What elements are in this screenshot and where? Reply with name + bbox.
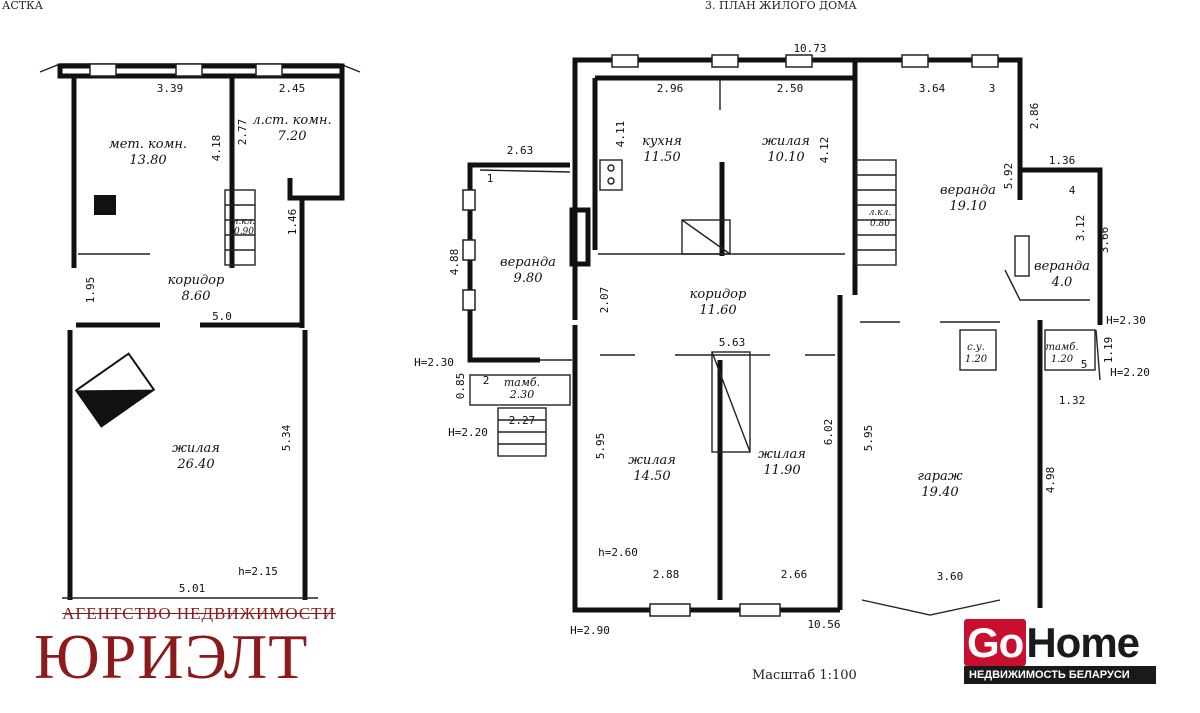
left-plan: мет. комн. 13.80 л.ст. комн. 7.20 л.кл. … bbox=[39, 63, 361, 600]
agency-name: ЮРИЭЛТ bbox=[34, 621, 309, 692]
room-name-1: жилая bbox=[762, 134, 810, 149]
agency-subtitle: АГЕНТСТВО НЕДВИЖИМОСТИ bbox=[62, 604, 336, 623]
marker: 4 bbox=[1069, 184, 1076, 197]
room-area-stair: 0.80 bbox=[870, 219, 890, 229]
header-left-fragment: АСТКА bbox=[2, 0, 44, 12]
room-area-wc: 1.20 bbox=[965, 354, 988, 365]
height-label: h=2.60 bbox=[598, 546, 638, 559]
room-area-vestibule-2: 1.20 bbox=[1051, 354, 1074, 365]
room-area-veranda-3: 4.0 bbox=[1051, 275, 1073, 290]
dim-label: 2.77 bbox=[236, 119, 249, 146]
room-area-4: 8.60 bbox=[182, 289, 211, 304]
dim-label: 3.64 bbox=[919, 82, 946, 95]
room-area-5: 26.40 bbox=[176, 457, 214, 472]
room-area-1: 10.10 bbox=[767, 150, 804, 165]
room-area-veranda-2: 9.80 bbox=[514, 271, 543, 286]
room-name-3: жилая bbox=[758, 447, 806, 462]
dim-label: 2.96 bbox=[657, 82, 684, 95]
height-label: h=2.15 bbox=[238, 565, 278, 578]
room-name-kitchen: кухня bbox=[642, 134, 682, 149]
room-name-stair: л.кл. bbox=[869, 208, 892, 218]
dim-label: 2.88 bbox=[653, 568, 680, 581]
dim-label: 10.56 bbox=[807, 618, 840, 631]
marker: 5 bbox=[1081, 358, 1088, 371]
dim-label: 4.12 bbox=[818, 137, 831, 164]
gohome-subtitle: НЕДВИЖИМОСТЬ БЕЛАРУСИ bbox=[964, 666, 1156, 684]
dim-label: 0.85 bbox=[454, 373, 467, 400]
dim-label: 2.86 bbox=[1028, 103, 1041, 130]
height-label: H=2.20 bbox=[1110, 366, 1150, 379]
dim-label: 3.60 bbox=[937, 570, 964, 583]
room-name-2: л.ст. комн. bbox=[252, 113, 331, 128]
dim-label: 1.32 bbox=[1059, 394, 1086, 407]
room-area-vestibule-1: 2.30 bbox=[509, 388, 535, 401]
dim-label: 5.34 bbox=[280, 424, 293, 451]
dim-label: 1.19 bbox=[1102, 337, 1115, 364]
right-plan: кухня 11.50 жилая 10.10 л.кл. 0.80 веран… bbox=[414, 42, 1150, 637]
dim-label: 5.0 bbox=[212, 310, 232, 323]
dim-label: 1.46 bbox=[286, 209, 299, 236]
room-area-2: 14.50 bbox=[633, 469, 670, 484]
dim-label: 5.63 bbox=[719, 336, 746, 349]
room-area-corridor: 11.60 bbox=[699, 303, 736, 318]
room-area-garage: 19.40 bbox=[921, 485, 958, 500]
dim-label: 3.39 bbox=[157, 82, 184, 95]
marker: 3 bbox=[989, 82, 996, 95]
agency-logo: АГЕНТСТВО НЕДВИЖИМОСТИ ЮРИЭЛТ bbox=[34, 604, 364, 690]
room-area-kitchen: 11.50 bbox=[643, 150, 680, 165]
room-name-wc: с.у. bbox=[967, 342, 985, 353]
dim-label: 2.50 bbox=[777, 82, 804, 95]
dim-label: 2.63 bbox=[507, 144, 534, 157]
room-name-veranda-2: веранда bbox=[500, 255, 556, 270]
room-name-1: мет. комн. bbox=[109, 137, 187, 152]
room-name-4: коридор bbox=[168, 273, 225, 288]
dim-label: 5.92 bbox=[1002, 163, 1015, 190]
room-name-garage: гараж bbox=[917, 469, 962, 484]
gohome-wordmark: GoHome bbox=[964, 619, 1156, 666]
height-label: H=2.30 bbox=[1106, 314, 1146, 327]
dim-label: 2.66 bbox=[781, 568, 808, 581]
height-label: H=2.90 bbox=[570, 624, 610, 637]
room-name-vestibule-1: тамб. bbox=[504, 376, 540, 389]
room-area-veranda-1: 19.10 bbox=[949, 199, 986, 214]
dim-label: 1.95 bbox=[84, 277, 97, 304]
gohome-logo: GoHome НЕДВИЖИМОСТЬ БЕЛАРУСИ bbox=[964, 619, 1156, 686]
plan-title: 3. ПЛАН ЖИЛОГО ДОМА bbox=[705, 0, 857, 12]
marker: 2 bbox=[483, 374, 490, 387]
dim-label: 4.88 bbox=[448, 249, 461, 276]
dim-label: 3.12 bbox=[1074, 215, 1087, 242]
room-name-3: л.кл. bbox=[233, 217, 256, 227]
gohome-home: Home bbox=[1026, 619, 1140, 666]
dim-label: 2.07 bbox=[598, 287, 611, 314]
dim-label: 10.73 bbox=[793, 42, 826, 55]
room-area-1: 13.80 bbox=[129, 153, 166, 168]
room-name-veranda-3: веранда bbox=[1034, 259, 1090, 274]
dim-label: 6.02 bbox=[822, 419, 835, 446]
dim-label: 1.36 bbox=[1049, 154, 1076, 167]
room-name-corridor: коридор bbox=[690, 287, 747, 302]
dim-label: 5.01 bbox=[179, 582, 206, 595]
room-name-veranda-1: веранда bbox=[940, 183, 996, 198]
dim-label: 4.98 bbox=[1044, 467, 1057, 494]
room-name-2: жилая bbox=[628, 453, 676, 468]
room-area-3: 0.90 bbox=[234, 227, 254, 237]
room-area-2: 7.20 bbox=[278, 129, 307, 144]
dim-label: 4.18 bbox=[210, 135, 223, 162]
height-label: H=2.30 bbox=[414, 356, 454, 369]
scale-label: Масштаб 1:100 bbox=[752, 668, 857, 683]
room-name-5: жилая bbox=[172, 441, 220, 456]
room-area-3: 11.90 bbox=[763, 463, 800, 478]
height-label: H=2.20 bbox=[448, 426, 488, 439]
dim-label: 3.66 bbox=[1098, 227, 1111, 254]
marker: 1 bbox=[487, 172, 494, 185]
gohome-go: Go bbox=[964, 619, 1027, 666]
dim-label: 5.95 bbox=[862, 425, 875, 452]
dim-label: 4.11 bbox=[614, 121, 627, 148]
dim-label: 5.95 bbox=[594, 433, 607, 460]
dim-label: 2.45 bbox=[279, 82, 306, 95]
dim-label: 2.27 bbox=[509, 414, 536, 427]
room-name-vestibule-2: тамб. bbox=[1045, 342, 1078, 353]
